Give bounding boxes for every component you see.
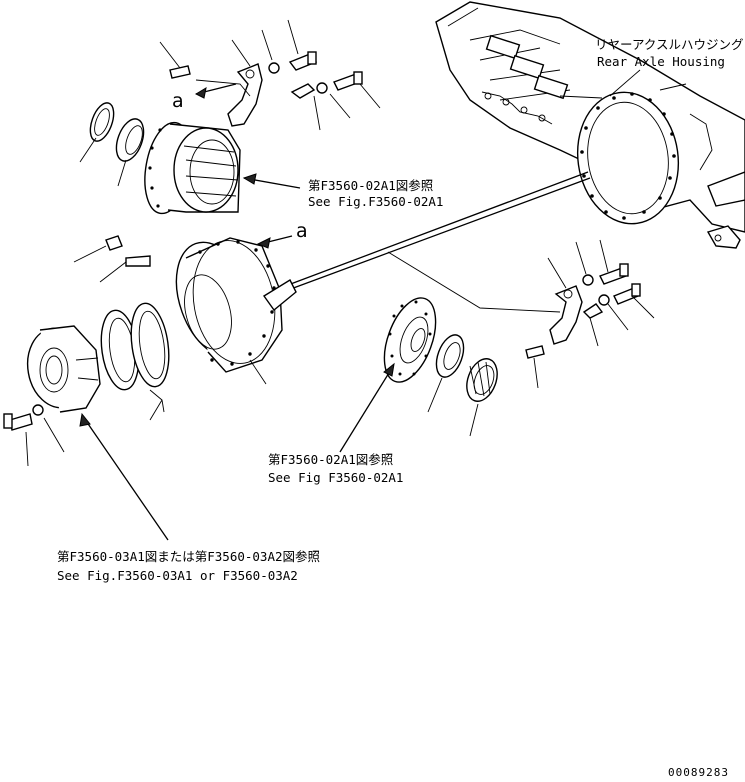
ref-arrow-middle xyxy=(339,362,395,453)
nut xyxy=(105,235,123,251)
oil-seal-upper xyxy=(89,102,115,142)
bolt-upper-2 xyxy=(333,71,363,91)
lock-plate-upper xyxy=(227,63,263,127)
callout-a-upper: a xyxy=(172,83,237,112)
pin-right xyxy=(525,345,545,359)
ref-upper-jp: 第F3560-02A1図参照 xyxy=(308,178,433,193)
pin-upper xyxy=(169,65,191,79)
rear-axle-housing xyxy=(435,1,745,249)
document-number: 00089283 xyxy=(668,766,729,779)
washer-upper-2 xyxy=(316,82,328,94)
bolt-lower xyxy=(3,413,33,431)
washer-lower xyxy=(32,404,44,416)
carrier-housing xyxy=(175,237,297,373)
bearing-cone-right xyxy=(466,358,498,402)
clip-right xyxy=(582,303,604,319)
stud xyxy=(125,255,151,267)
bearing-race-upper xyxy=(115,118,145,162)
end-cover xyxy=(26,325,101,413)
bearing-cup-right xyxy=(435,334,465,378)
housing-label-jp: リヤーアクスルハウジング xyxy=(595,37,744,52)
bolt-right-2 xyxy=(613,283,641,305)
housing-label-en: Rear Axle Housing xyxy=(597,54,725,69)
ref-arrow-upper xyxy=(242,173,301,189)
leader-right xyxy=(427,239,655,437)
leader-upper xyxy=(79,19,381,187)
callout-a-middle-text: a xyxy=(296,220,308,242)
washer-right-2 xyxy=(598,294,610,306)
lock-plate-right xyxy=(549,285,583,345)
axle-shaft xyxy=(287,171,591,313)
retainer-ring-right xyxy=(130,302,170,388)
washer-upper-1 xyxy=(268,62,280,74)
wheel-hub xyxy=(144,121,241,215)
ref-lower-en: See Fig.F3560-03A1 or F3560-03A2 xyxy=(57,568,298,583)
bolt-right-1 xyxy=(599,263,629,285)
callout-a-upper-text: a xyxy=(172,90,184,112)
bolt-upper-1 xyxy=(288,51,318,71)
clip-upper xyxy=(290,83,316,99)
callout-a-middle: a xyxy=(256,220,308,249)
hub-flange-right xyxy=(383,297,437,383)
ref-middle-en: See Fig F3560-02A1 xyxy=(268,470,403,485)
ref-arrow-lower xyxy=(79,412,169,541)
ref-upper-en: See Fig.F3560-02A1 xyxy=(308,194,443,209)
ref-lower-jp: 第F3560-03A1図または第F3560-03A2図参照 xyxy=(57,549,320,564)
washer-right-1 xyxy=(582,274,594,286)
ref-middle-jp: 第F3560-02A1図参照 xyxy=(268,452,393,467)
